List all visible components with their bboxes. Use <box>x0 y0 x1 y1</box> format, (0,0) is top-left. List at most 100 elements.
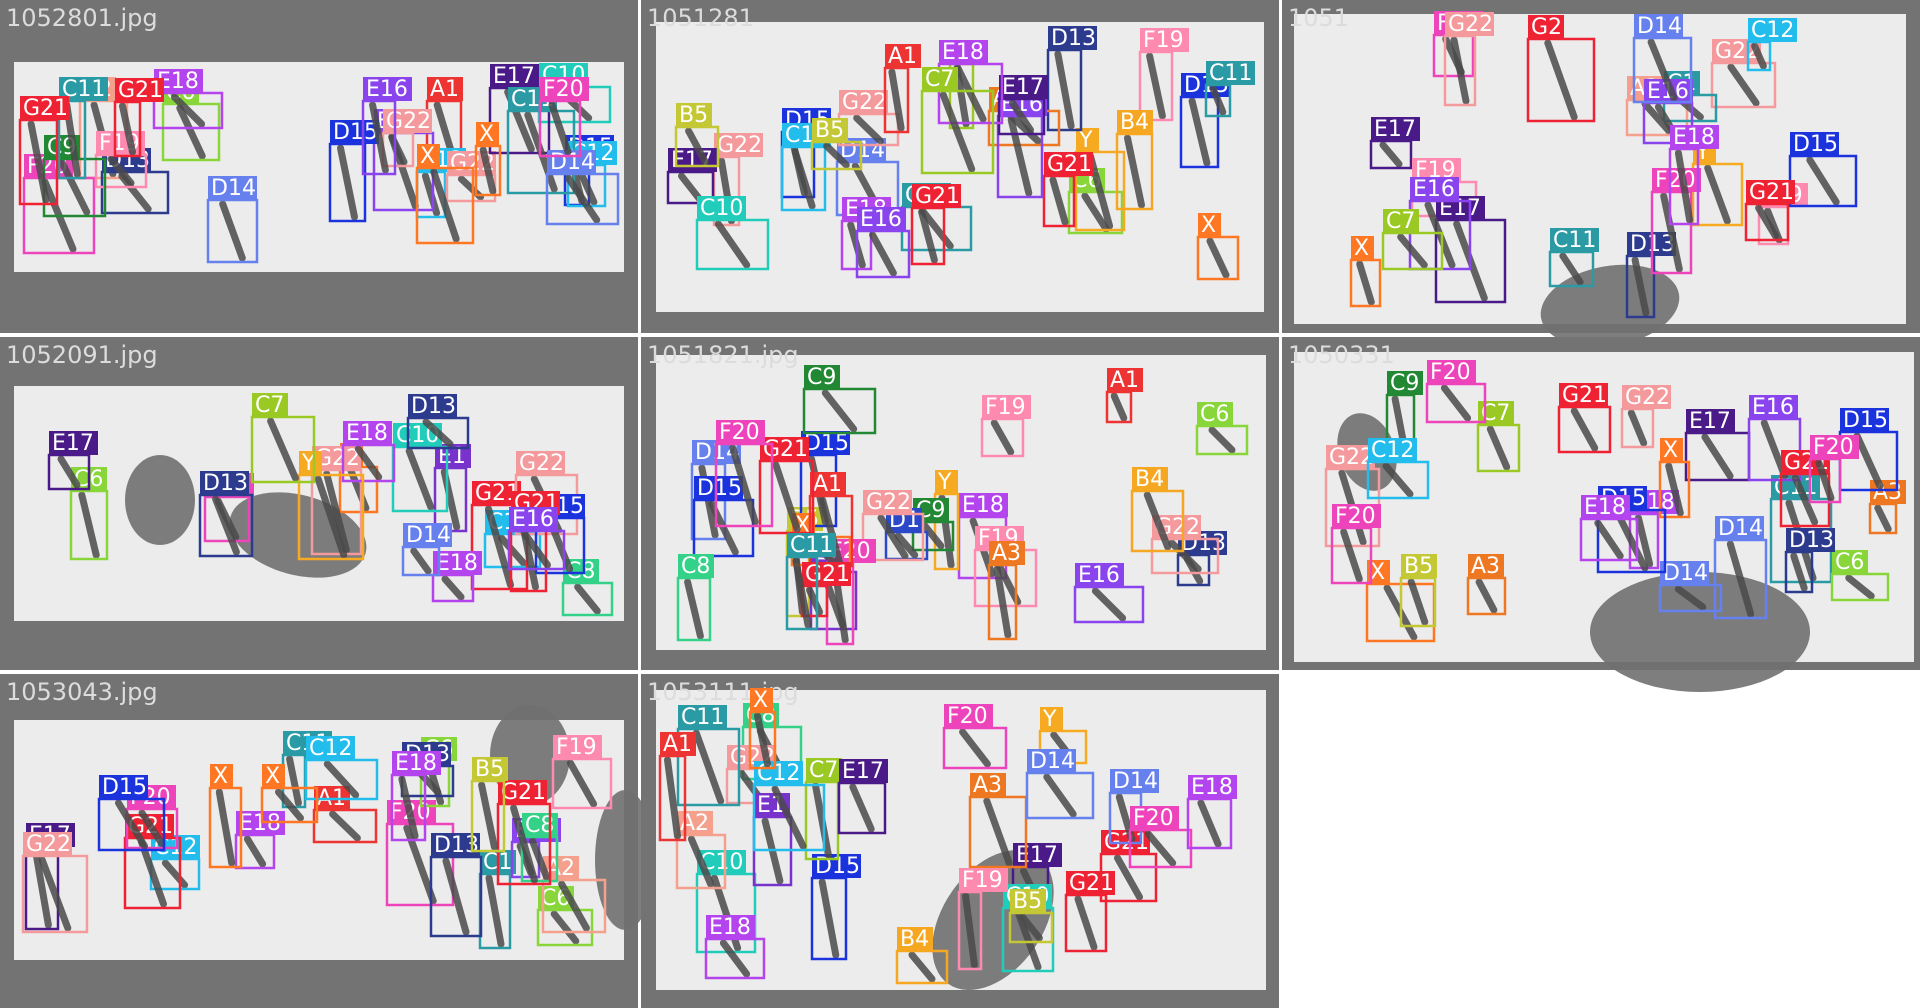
chromosome <box>908 951 936 983</box>
label-background <box>922 67 958 91</box>
chromosome-detection: C7 <box>250 393 316 484</box>
label-background <box>1790 132 1839 156</box>
chromosome-detection: D15 <box>1838 408 1899 492</box>
tile-filename: 1053111.jpg <box>647 678 799 706</box>
label-background <box>1786 528 1835 552</box>
label-background <box>806 758 842 782</box>
label-background <box>857 207 906 231</box>
chromosome <box>1570 407 1599 452</box>
class-label: G22 <box>315 446 360 471</box>
label-background <box>812 118 848 142</box>
class-label: D13 <box>1051 26 1096 51</box>
class-label: D13 <box>203 471 248 496</box>
class-label: C9 <box>807 365 836 390</box>
chromosome <box>421 172 441 217</box>
label-background <box>1132 467 1168 491</box>
chromosome <box>1049 176 1069 226</box>
label-background <box>1840 408 1889 432</box>
chromosome-detection: B5 <box>1399 554 1437 628</box>
chromosome-detection: D13 <box>1784 528 1835 594</box>
chromosome <box>1627 409 1648 447</box>
image-tile: 1052801.jpgA1D15C12C12C6A2G22C10D13E16E1… <box>0 0 638 333</box>
chromosome-detection: D13 <box>406 394 470 450</box>
chromosome <box>993 565 1012 639</box>
chromosome <box>1007 116 1033 197</box>
label-background <box>1075 563 1124 587</box>
label-background <box>417 144 440 168</box>
chromosome <box>919 207 954 250</box>
label-background <box>750 688 773 712</box>
label-background <box>787 533 836 557</box>
label-background <box>1140 28 1189 52</box>
class-label: C8 <box>681 554 710 579</box>
chromosome-detection: F19 <box>980 395 1031 458</box>
chromosome-detection: E18 <box>390 751 441 842</box>
chromosome-detection: G21 <box>1042 152 1093 228</box>
chromosome-detection: C12 <box>1746 18 1797 72</box>
label-background <box>1410 177 1459 201</box>
label-background <box>935 470 958 494</box>
class-label: F19 <box>985 395 1026 420</box>
class-label: B4 <box>1135 467 1164 492</box>
label-background <box>1013 843 1062 867</box>
class-label: E16 <box>512 507 554 532</box>
chromosome <box>1146 52 1166 120</box>
class-label: Y <box>1078 128 1093 153</box>
chromosome <box>354 445 383 481</box>
class-label: D15 <box>333 120 378 145</box>
chromosome-detection: E16 <box>361 77 412 176</box>
tile-filename: 1053043.jpg <box>6 678 158 706</box>
chromosome-detection: E18 <box>431 551 482 603</box>
chromosome <box>1641 100 1673 135</box>
class-label: X <box>213 764 228 789</box>
label-background <box>553 735 602 759</box>
chromosome <box>959 728 991 768</box>
chromosome <box>1790 552 1808 592</box>
label-background <box>1383 209 1419 233</box>
chromosome <box>243 835 267 868</box>
chromosome-detection: A1 <box>658 732 696 842</box>
class-label: A1 <box>813 472 842 497</box>
chromosome <box>58 159 91 216</box>
tile-filename: 1050331 <box>1288 341 1395 369</box>
class-label: E18 <box>1584 495 1626 520</box>
chromosome-detection: X <box>474 122 502 197</box>
class-label: B4 <box>900 927 929 952</box>
chromosome-detection: G21 <box>496 780 552 886</box>
label-background <box>839 759 888 783</box>
class-label: G22 <box>519 451 564 476</box>
class-label: F19 <box>556 735 597 760</box>
label-background <box>200 471 249 495</box>
chromosome <box>442 857 470 936</box>
class-label: G21 <box>915 184 960 209</box>
class-label: G21 <box>1749 180 1794 205</box>
chromosome <box>1674 149 1694 224</box>
chromosome <box>1486 425 1511 471</box>
chromosome-detection: E16 <box>507 507 566 571</box>
class-label: G21 <box>1047 152 1092 177</box>
chromosome <box>27 120 50 204</box>
bounding-box <box>297 473 365 561</box>
chromosome-detection: F20 <box>1330 504 1381 585</box>
chromosome <box>983 797 1013 867</box>
chromosome <box>1091 587 1127 622</box>
label-background <box>1581 495 1630 519</box>
label-background <box>1048 26 1097 50</box>
label-background <box>1110 769 1159 793</box>
chromosome <box>32 847 52 929</box>
chromosome-detection: A1 <box>1105 368 1143 424</box>
chromosome <box>1701 433 1734 480</box>
chromosome <box>1544 39 1578 121</box>
label-background <box>383 109 432 133</box>
chromosome <box>323 470 350 554</box>
label-background <box>885 44 921 68</box>
tile-filename: 1052801.jpg <box>6 4 158 32</box>
class-label: E18 <box>1191 775 1233 800</box>
class-label: D13 <box>411 394 456 419</box>
label-background <box>1746 180 1795 204</box>
class-label: F20 <box>1655 168 1696 193</box>
class-label: A3 <box>973 773 1002 798</box>
chromosome-detection: A1 <box>808 472 854 568</box>
chromosome <box>510 804 538 884</box>
label-background <box>897 927 933 951</box>
